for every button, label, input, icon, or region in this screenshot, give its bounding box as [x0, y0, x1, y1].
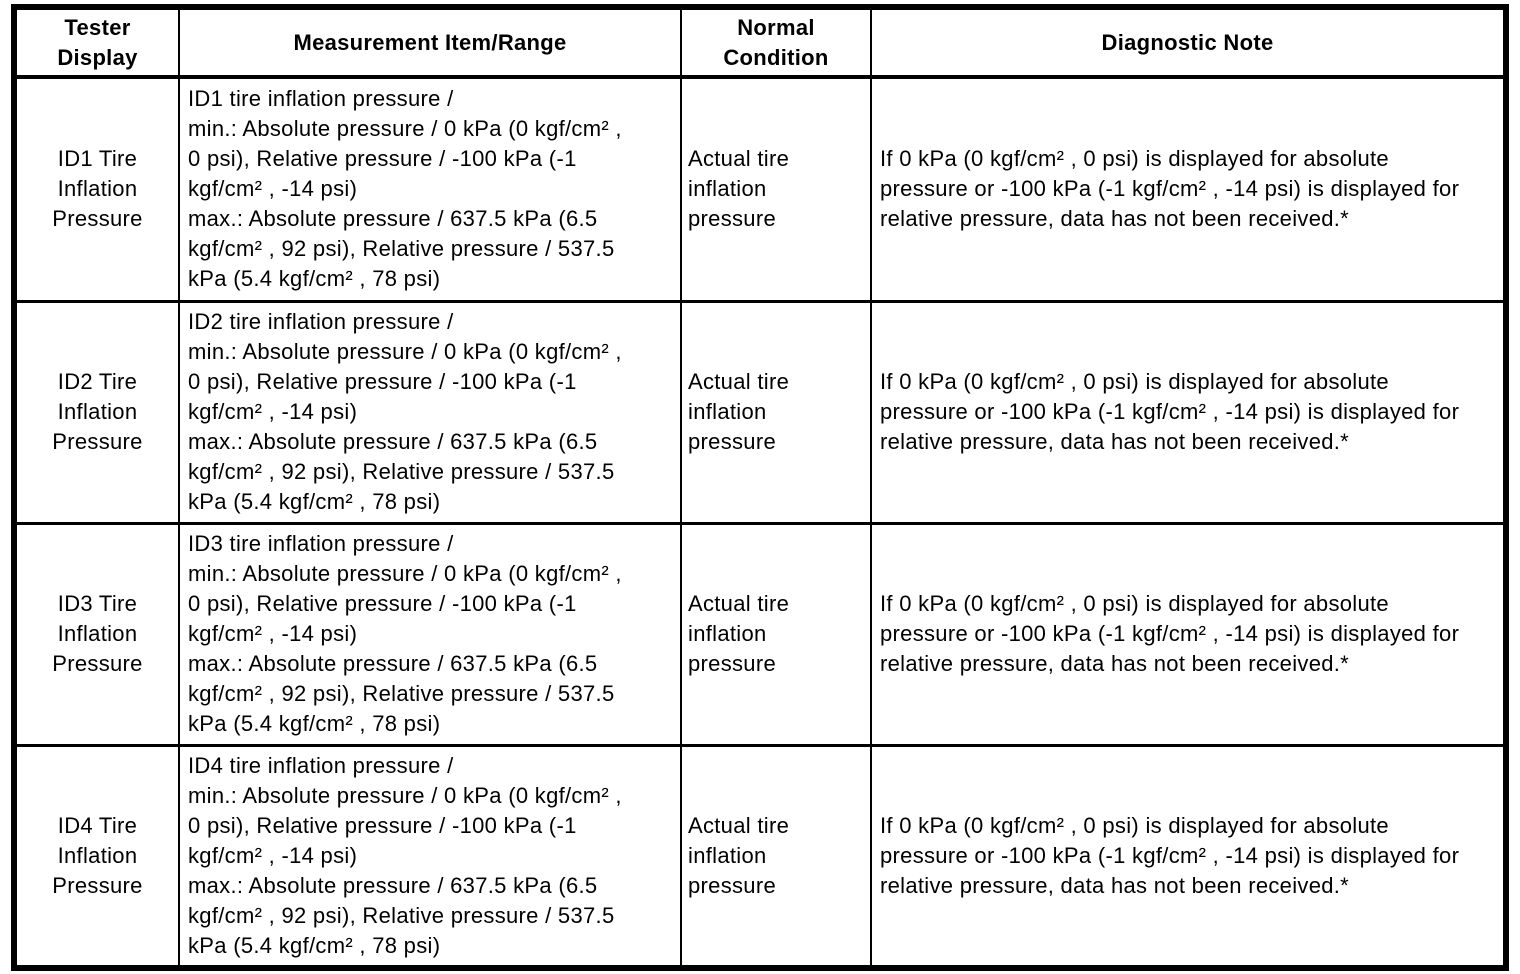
id2-diagnostic-note-cell: If 0 kPa (0 kgf/cm² , 0 psi) is displaye… — [870, 299, 1507, 524]
col-header-normal-condition: Normal Condition — [680, 6, 872, 79]
table-row-id1: ID1 Tire Inflation Pressure ID1 tire inf… — [13, 75, 1507, 302]
id1-tester-display-cell: ID1 Tire Inflation Pressure — [13, 75, 180, 302]
id3-tester-display-cell: ID3 Tire Inflation Pressure — [13, 521, 180, 746]
id3-normal-condition-cell: Actual tire inflation pressure — [680, 521, 872, 746]
id1-diagnostic-note-cell: If 0 kPa (0 kgf/cm² , 0 psi) is displaye… — [870, 75, 1507, 302]
id4-diagnostic-note-cell: If 0 kPa (0 kgf/cm² , 0 psi) is displaye… — [870, 743, 1507, 969]
id4-tester-display-cell: ID4 Tire Inflation Pressure — [13, 743, 180, 969]
header-row: Tester Display Measurement Item/Range No… — [13, 6, 1507, 79]
id2-tester-display-cell: ID2 Tire Inflation Pressure — [13, 299, 180, 524]
tire-pressure-data-list-table: Tester Display Measurement Item/Range No… — [11, 4, 1509, 971]
col-header-diagnostic-note: Diagnostic Note — [870, 6, 1507, 79]
table-row-id4: ID4 Tire Inflation Pressure ID4 tire inf… — [13, 743, 1507, 969]
table-row-id3: ID3 Tire Inflation Pressure ID3 tire inf… — [13, 521, 1507, 746]
col-header-measurement-item-range: Measurement Item/Range — [178, 6, 682, 79]
id4-normal-condition-cell: Actual tire inflation pressure — [680, 743, 872, 969]
id1-measurement-range-cell: ID1 tire inflation pressure / min.: Abso… — [178, 75, 682, 302]
id2-measurement-range-cell: ID2 tire inflation pressure / min.: Abso… — [178, 299, 682, 524]
id3-measurement-range-cell: ID3 tire inflation pressure / min.: Abso… — [178, 521, 682, 746]
id1-normal-condition-cell: Actual tire inflation pressure — [680, 75, 872, 302]
id3-diagnostic-note-cell: If 0 kPa (0 kgf/cm² , 0 psi) is displaye… — [870, 521, 1507, 746]
table-row-id2: ID2 Tire Inflation Pressure ID2 tire inf… — [13, 299, 1507, 524]
col-header-tester-display: Tester Display — [13, 6, 180, 79]
id2-normal-condition-cell: Actual tire inflation pressure — [680, 299, 872, 524]
id4-measurement-range-cell: ID4 tire inflation pressure / min.: Abso… — [178, 743, 682, 969]
